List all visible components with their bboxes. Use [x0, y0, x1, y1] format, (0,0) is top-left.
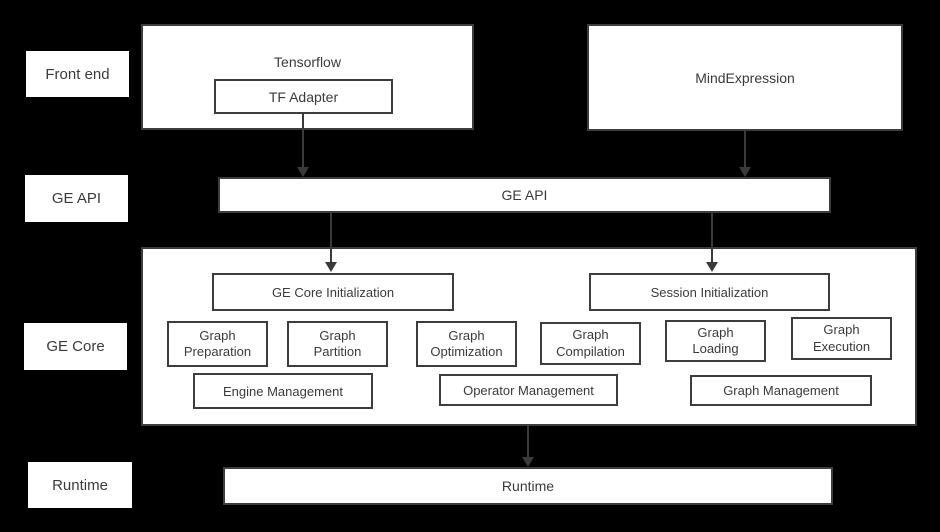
session-initialization-box: Session Initialization: [589, 273, 830, 311]
operator-management-box: Operator Management: [439, 374, 618, 406]
graph-management-box: Graph Management: [690, 375, 872, 406]
tensorflow-title: Tensorflow: [274, 54, 341, 70]
stage-box-graph-preparation: Graph Preparation: [167, 321, 268, 367]
arrow-ge-api-to-session-initialization: [711, 213, 713, 262]
stage-box-graph-execution: Graph Execution: [791, 317, 892, 360]
mindexpression-box: MindExpression: [587, 24, 903, 131]
engine-management-box: Engine Management: [193, 373, 373, 409]
arrow-ge-core-to-runtime: [527, 426, 529, 457]
arrow-mindexpression-to-ge-api: [744, 131, 746, 167]
arrow-tf-adapter-to-ge-api: [302, 114, 304, 167]
stage-box-graph-loading: Graph Loading: [665, 320, 766, 362]
stage-box-graph-compilation: Graph Compilation: [540, 322, 641, 365]
tensorflow-box: Tensorflow TF Adapter: [141, 24, 474, 130]
ge-core-box: GE Core Initialization Session Initializ…: [141, 247, 917, 426]
side-label-front-end: Front end: [26, 51, 129, 97]
ge-api-bar: GE API: [218, 177, 831, 213]
tf-adapter-box: TF Adapter: [214, 79, 393, 114]
ge-core-initialization-box: GE Core Initialization: [212, 273, 454, 311]
arrow-ge-api-to-ge-core-initialization: [330, 213, 332, 262]
stage-box-graph-partition: Graph Partition: [287, 321, 388, 367]
runtime-bar: Runtime: [223, 467, 833, 505]
side-label-runtime: Runtime: [28, 462, 132, 508]
side-label-ge-core: GE Core: [24, 323, 127, 370]
side-label-ge-api: GE API: [25, 175, 128, 222]
stage-box-graph-optimization: Graph Optimization: [416, 321, 517, 367]
